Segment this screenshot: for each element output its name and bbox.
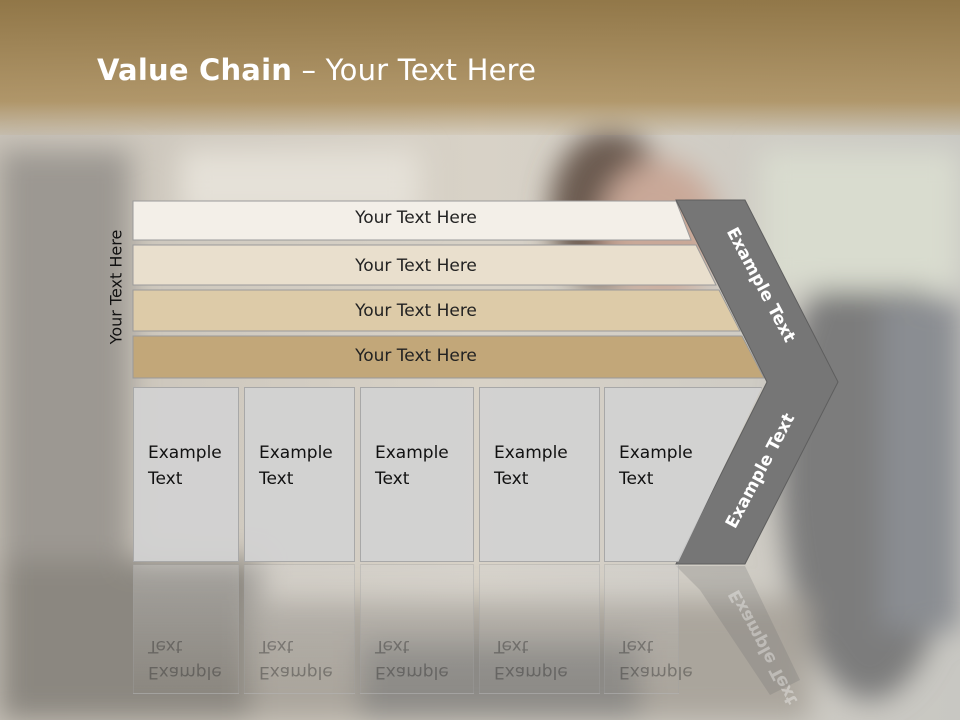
box-line-2: Text [259,469,294,489]
reflection-line-2: Text [619,636,654,656]
row-label-3: Your Text Here [355,301,477,321]
row-bar-1 [132,200,692,241]
chevron-reflection [676,566,800,695]
reflection-line-1: Example [148,662,222,682]
row-bar-4 [132,335,765,379]
reflection-line-1: Example [619,662,693,682]
reflection-text: Example Text [619,633,693,685]
reflection-text: Example Text [494,633,568,685]
reflection-line-1: Example [375,662,449,682]
row-bar-2 [132,244,717,286]
reflection-text: Example Text [148,633,222,685]
reflection-line-1: Example [259,662,333,682]
reflection-line-2: Text [375,636,410,656]
title-band [0,0,960,135]
chevron-arrow [675,199,839,565]
box-line-1: Example [375,443,449,463]
title-bold: Value Chain [97,53,293,87]
box-line-2: Text [494,469,529,489]
box-reflection: Example Text [604,564,693,694]
reflection-line-2: Text [494,636,529,656]
box-line-1: Example [148,443,222,463]
box-line-1: Example [619,443,693,463]
side-label: Your Text Here [106,229,126,345]
box-line-1: Example [494,443,568,463]
box-line-1: Example [259,443,333,463]
row-label-2: Your Text Here [355,256,477,276]
slide-title: Value Chain – Your Text Here [97,53,536,87]
reflection-text: Example Text [375,633,449,685]
row-label-1: Your Text Here [355,208,477,228]
reflection-line-1: Example [494,662,568,682]
reflection-line-2: Text [259,636,294,656]
row-bar-3 [132,289,741,332]
reflection-line-2: Text [148,636,183,656]
title-rest: – Your Text Here [292,53,537,87]
box-line-2: Text [375,469,410,489]
row-label-4: Your Text Here [355,346,477,366]
reflection-text: Example Text [259,633,333,685]
box-line-2: Text [619,469,654,489]
box-reflection: Example Text [133,564,239,694]
box-reflection: Example Text [360,564,474,694]
box-reflection: Example Text [479,564,600,694]
box-line-2: Text [148,469,183,489]
box-reflection: Example Text [244,564,355,694]
